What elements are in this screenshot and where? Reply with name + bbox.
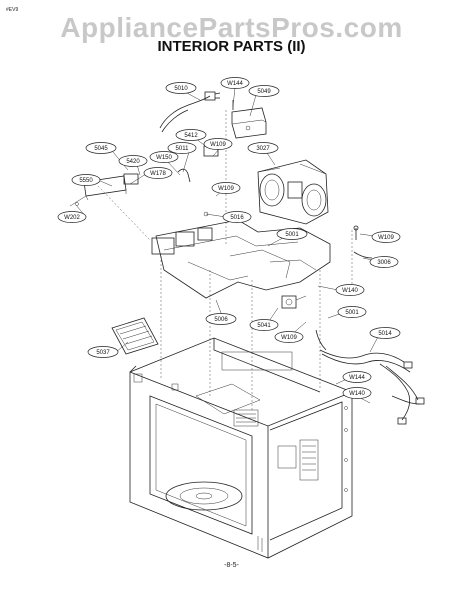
callout-w140-lower: W140 (342, 387, 372, 399)
watermark: AppliancePartsPros.com (60, 12, 403, 43)
svg-text:W140: W140 (349, 391, 365, 397)
callout-5041: 5041 (249, 319, 279, 331)
svg-text:5001: 5001 (285, 232, 299, 238)
svg-text:W109: W109 (281, 335, 297, 341)
charcoal-filter-part (111, 317, 159, 355)
callout-labels: 5010 W144 5049 5412 5011 W109 3027 5045 … (57, 77, 401, 399)
callout-w109-switch: W109 (203, 138, 233, 150)
svg-text:5412: 5412 (184, 133, 198, 139)
svg-text:5006: 5006 (214, 317, 228, 323)
callout-5010: 5010 (165, 82, 197, 94)
callout-5001-top: 5001 (276, 228, 308, 240)
svg-text:3027: 3027 (256, 146, 270, 152)
callout-w140-upper: W140 (335, 284, 365, 296)
svg-text:W109: W109 (218, 186, 234, 192)
callout-5049: 5049 (248, 85, 280, 97)
callout-w109-mid: W109 (211, 182, 241, 194)
fan-duct-part (151, 211, 331, 299)
svg-text:5045: 5045 (94, 146, 108, 152)
callout-5037: 5037 (87, 346, 119, 358)
callout-3006: 3006 (369, 256, 399, 268)
callout-5014: 5014 (369, 327, 401, 339)
svg-text:5010: 5010 (174, 86, 188, 92)
svg-text:3006: 3006 (377, 260, 391, 266)
svg-text:5037: 5037 (96, 350, 110, 356)
svg-text:W109: W109 (210, 142, 226, 148)
callout-5412: 5412 (175, 129, 207, 141)
svg-text:5041: 5041 (257, 323, 271, 329)
callout-5011: 5011 (167, 142, 197, 154)
oven-cavity-body (129, 337, 353, 559)
svg-text:5016: 5016 (230, 215, 244, 221)
callout-w109-lower: W109 (274, 331, 304, 343)
svg-text:5550: 5550 (79, 178, 93, 184)
svg-text:W178: W178 (150, 171, 166, 177)
svg-text:W140: W140 (342, 288, 358, 294)
svg-text:W109: W109 (378, 235, 394, 241)
page-title: INTERIOR PARTS (II) (157, 38, 306, 55)
svg-text:W144: W144 (349, 375, 365, 381)
right-fasteners (353, 225, 373, 259)
callout-5006: 5006 (205, 313, 237, 325)
callout-5001-lower: 5001 (337, 306, 367, 318)
callout-5550: 5550 (71, 174, 101, 186)
svg-text:5420: 5420 (126, 159, 140, 165)
svg-text:W202: W202 (64, 215, 80, 221)
svg-text:5014: 5014 (378, 331, 392, 337)
svg-text:W144: W144 (227, 81, 243, 87)
fan-motor-part (257, 159, 329, 225)
callout-5045: 5045 (85, 142, 117, 154)
svg-text:5001: 5001 (345, 310, 359, 316)
svg-text:W150: W150 (156, 155, 172, 161)
terminal-board-part (69, 173, 139, 207)
callout-w178: W178 (143, 167, 173, 179)
svg-text:5011: 5011 (176, 146, 190, 152)
wire-harness-part (315, 329, 425, 425)
corner-code: #EV9 (6, 7, 19, 13)
bracket-part (231, 107, 267, 139)
callout-5016: 5016 (222, 211, 252, 223)
callout-w109-right: W109 (371, 231, 401, 243)
page-number: -8-5- (224, 562, 239, 569)
assembly-guide-lines (97, 110, 353, 410)
damper-motor-part (281, 295, 307, 309)
callout-w202: W202 (57, 211, 87, 223)
callout-3027: 3027 (247, 142, 279, 154)
power-cord-part (159, 91, 221, 133)
svg-text:5049: 5049 (257, 89, 271, 95)
callout-w144-lower: W144 (342, 371, 372, 383)
callout-w150: W150 (149, 151, 179, 163)
callout-5420: 5420 (118, 155, 148, 167)
callout-w144-top: W144 (220, 77, 250, 89)
